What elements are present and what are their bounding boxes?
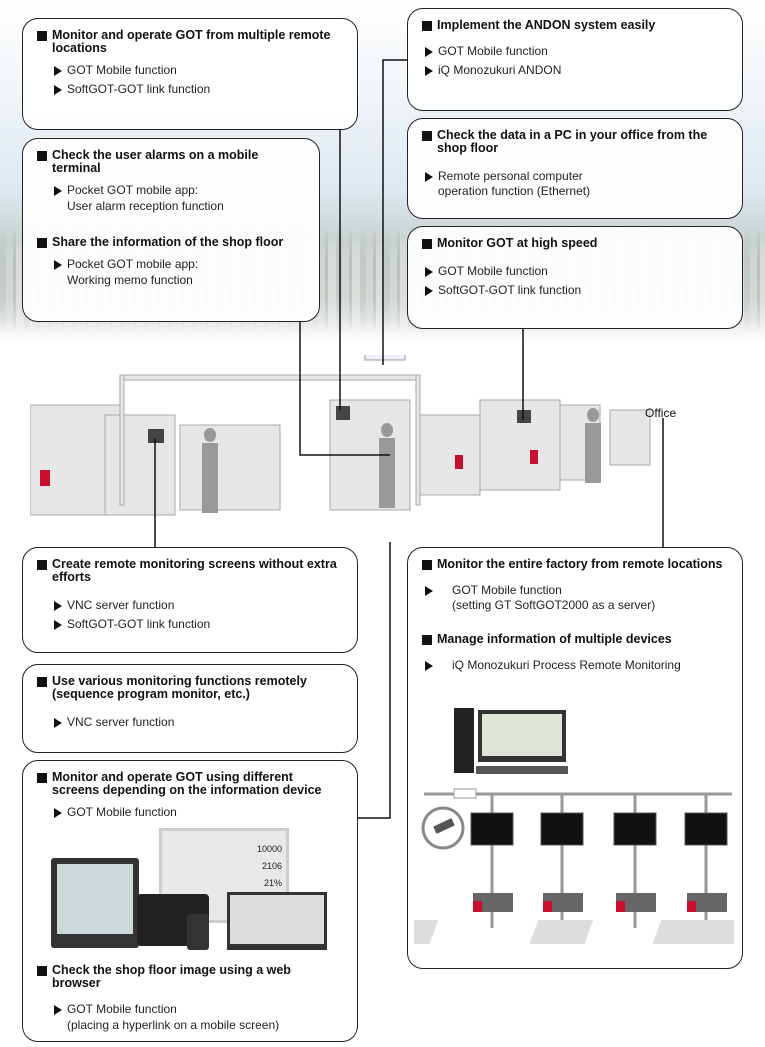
devices-illustration: 10000 2106 21% <box>37 824 343 964</box>
create-screens-box: Create remote monitoring screens without… <box>22 547 358 653</box>
function-item-detail: User alarm reception function <box>67 199 224 213</box>
andon-box: Implement the ANDON system easily GOT Mo… <box>407 8 743 111</box>
function-item-detail: (placing a hyperlink on a mobile screen) <box>67 1018 280 1032</box>
function-item-detail: operation function (Ethernet) <box>438 184 591 198</box>
pc-tower <box>454 708 474 773</box>
heading: Share the information of the shop floor <box>37 236 305 249</box>
alarms-share-box: Check the user alarms on a mobile termin… <box>22 138 320 322</box>
function-item: VNC server function <box>37 598 343 613</box>
function-item-detail: (setting GT SoftGOT2000 as a server) <box>452 598 656 612</box>
different-screens-box: Monitor and operate GOT using different … <box>22 760 358 1042</box>
function-item: SoftGOT-GOT link function <box>37 82 343 97</box>
heading: Check the data in a PC in your office fr… <box>422 129 728 155</box>
heading: Create remote monitoring screens without… <box>37 558 343 584</box>
heading: Check the shop floor image using a web b… <box>37 964 343 990</box>
factory-line-illustration <box>30 355 651 516</box>
got-panel <box>51 858 139 948</box>
heading: Monitor and operate GOT from multiple re… <box>37 29 343 55</box>
function-item: GOT Mobile function <box>422 44 728 59</box>
network-diagram <box>414 708 734 944</box>
laptop <box>227 892 327 950</box>
got-units <box>414 794 734 944</box>
smartphone <box>187 914 209 950</box>
screen-values: 10000 2106 21% <box>257 841 282 892</box>
function-item: iQ Monozukuri Process Remote Monitoring <box>422 658 728 673</box>
function-item: VNC server function <box>37 715 343 730</box>
function-item: iQ Monozukuri ANDON <box>422 63 728 78</box>
heading: Implement the ANDON system easily <box>422 19 728 32</box>
function-item: GOT Mobile function <box>422 264 728 279</box>
function-item: GOT Mobile function <box>422 583 728 598</box>
screen-value: 10000 <box>256 844 282 854</box>
function-item: Pocket GOT mobile app: <box>37 257 305 272</box>
function-item: Remote personal computer <box>422 169 728 184</box>
high-speed-box: Monitor GOT at high speed GOT Mobile fun… <box>407 226 743 329</box>
heading: Use various monitoring functions remotel… <box>37 675 343 701</box>
keyboard <box>476 766 568 774</box>
heading: Monitor GOT at high speed <box>422 237 728 250</box>
function-item: GOT Mobile function <box>37 1002 343 1017</box>
pc-office-box: Check the data in a PC in your office fr… <box>407 118 743 219</box>
entire-factory-box: Monitor the entire factory from remote l… <box>407 547 743 969</box>
heading: Monitor and operate GOT using different … <box>37 771 343 797</box>
function-item: GOT Mobile function <box>37 805 343 820</box>
heading: Monitor the entire factory from remote l… <box>422 558 728 571</box>
function-item: GOT Mobile function <box>37 63 343 78</box>
screen-value: 2106 <box>261 861 282 871</box>
various-functions-box: Use various monitoring functions remotel… <box>22 664 358 753</box>
office-label: Office <box>645 406 677 420</box>
function-item: SoftGOT-GOT link function <box>422 283 728 298</box>
function-item-detail: Working memo function <box>67 273 193 287</box>
function-item: SoftGOT-GOT link function <box>37 617 343 632</box>
heading: Check the user alarms on a mobile termin… <box>37 149 305 175</box>
function-item: Pocket GOT mobile app: <box>37 183 305 198</box>
remote-locations-box: Monitor and operate GOT from multiple re… <box>22 18 358 130</box>
heading: Manage information of multiple devices <box>422 633 728 646</box>
screen-value: 21% <box>263 878 282 888</box>
